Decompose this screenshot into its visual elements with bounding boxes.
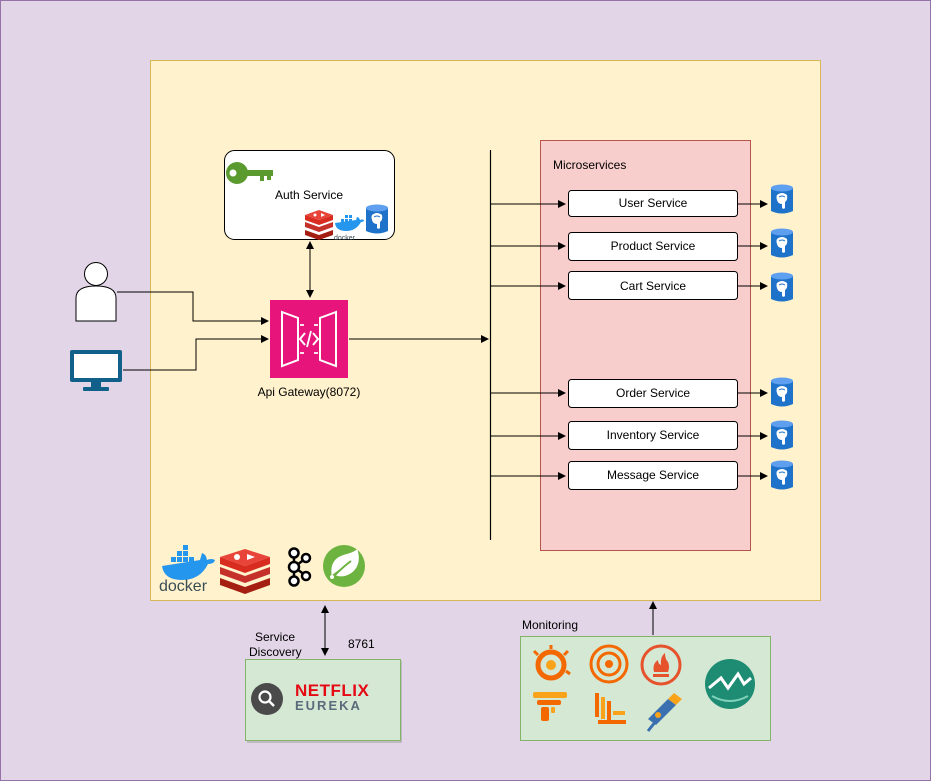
tempo-icon (533, 692, 567, 721)
eureka-panel[interactable]: NETFLIX EUREKA (245, 659, 403, 744)
api-gateway-icon[interactable] (270, 300, 348, 378)
mimir-icon (705, 659, 755, 709)
postgres-db-icon (770, 377, 794, 407)
eureka-port-label: 8761 (348, 637, 375, 651)
prometheus-icon (589, 644, 629, 684)
docker-label-small: docker (334, 235, 356, 242)
telescope-icon (646, 693, 682, 732)
postgres-db-icon (365, 204, 389, 234)
postgres-db-icon (770, 228, 794, 258)
eureka-label: EUREKA (295, 698, 362, 713)
monitor-gateway-connector (123, 335, 269, 371)
search-icon (251, 683, 283, 715)
microservices-label: Microservices (553, 158, 626, 172)
service-db-connectors (738, 200, 768, 480)
service-label: User Service (619, 196, 688, 210)
redis-icon (220, 549, 270, 594)
auth-service-label: Auth Service (275, 188, 343, 202)
service-discovery-label: Service (255, 630, 295, 644)
service-discovery-label: Discovery (249, 645, 302, 659)
key-icon (226, 162, 273, 184)
service-label: Message Service (607, 468, 699, 482)
spring-icon (323, 545, 365, 587)
service-user[interactable]: User Service (568, 190, 738, 217)
postgres-db-icon (770, 460, 794, 490)
service-label: Cart Service (620, 279, 686, 293)
prometheus-icon (640, 644, 682, 686)
user-gateway-connector (117, 291, 269, 325)
postgres-db-icon (770, 184, 794, 214)
user-icon (75, 262, 117, 322)
netflix-label: NETFLIX (295, 681, 369, 700)
kafka-icon (287, 547, 312, 587)
docker-icon: docker (334, 215, 364, 242)
service-label: Product Service (611, 239, 696, 253)
service-label: Order Service (616, 386, 690, 400)
docker-icon: docker (159, 545, 215, 595)
bus-service-connectors (491, 200, 566, 480)
service-order[interactable]: Order Service (568, 379, 738, 408)
loki-icon (595, 693, 626, 724)
monitoring-label: Monitoring (522, 618, 578, 632)
service-cart[interactable]: Cart Service (568, 271, 738, 300)
redis-icon (305, 210, 333, 240)
service-inventory[interactable]: Inventory Service (568, 421, 738, 450)
service-product[interactable]: Product Service (568, 232, 738, 261)
grafana-icon (532, 645, 571, 681)
postgres-db-icon (770, 420, 794, 450)
postgres-db-icon (770, 272, 794, 302)
monitor-icon (70, 350, 122, 391)
api-gateway-label: Api Gateway(8072) (258, 385, 361, 399)
docker-label: docker (159, 578, 208, 595)
service-label: Inventory Service (607, 428, 700, 442)
service-message[interactable]: Message Service (568, 461, 738, 490)
